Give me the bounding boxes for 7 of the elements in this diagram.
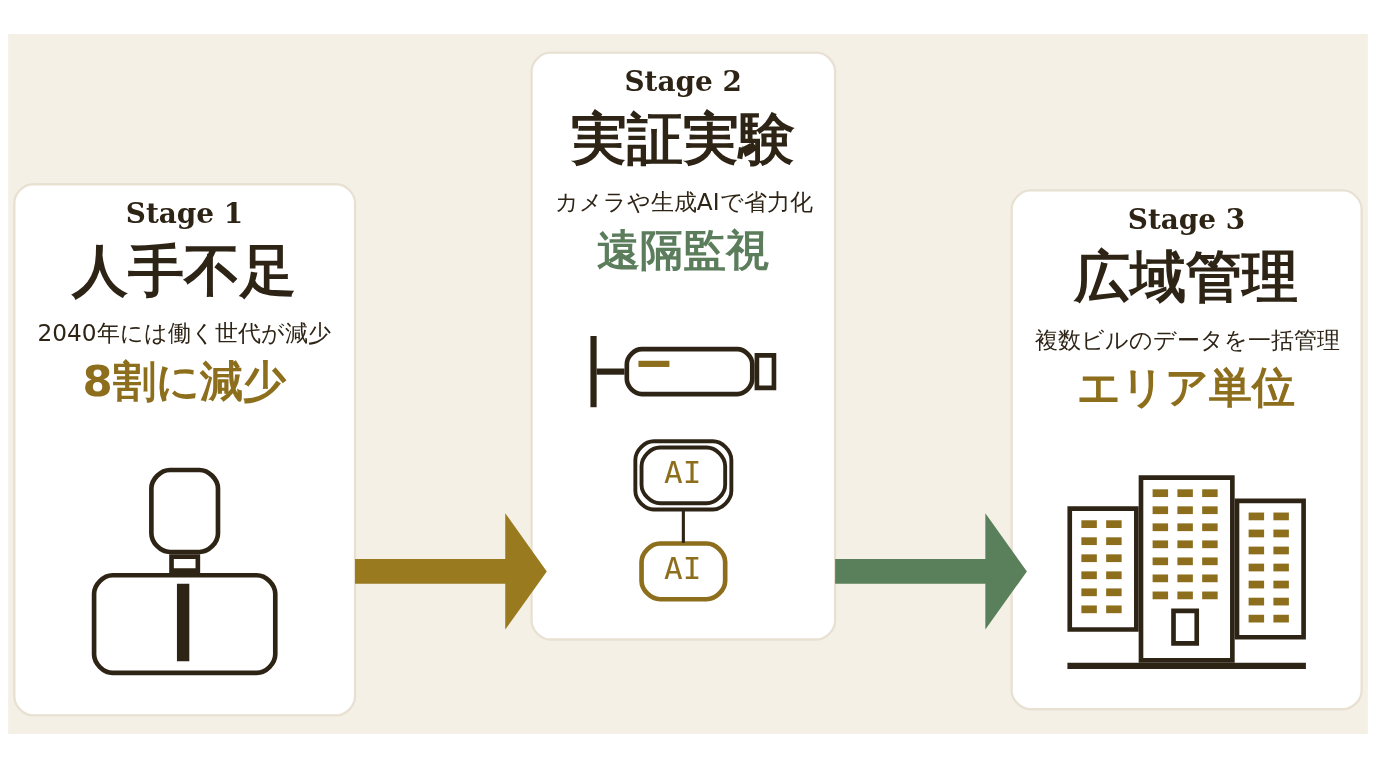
cluster: Stage 1 人手不足 2040年には働く世代が減少 8割に減少 [13, 183, 357, 717]
node-box: AI [633, 439, 734, 512]
arrow [355, 513, 547, 630]
node-box: AI [639, 541, 728, 602]
arrow [835, 513, 1027, 630]
connector [681, 509, 685, 543]
cluster: Stage 3 広域管理 複数ビルのデータを一括管理 エリア単位 [1010, 189, 1363, 711]
